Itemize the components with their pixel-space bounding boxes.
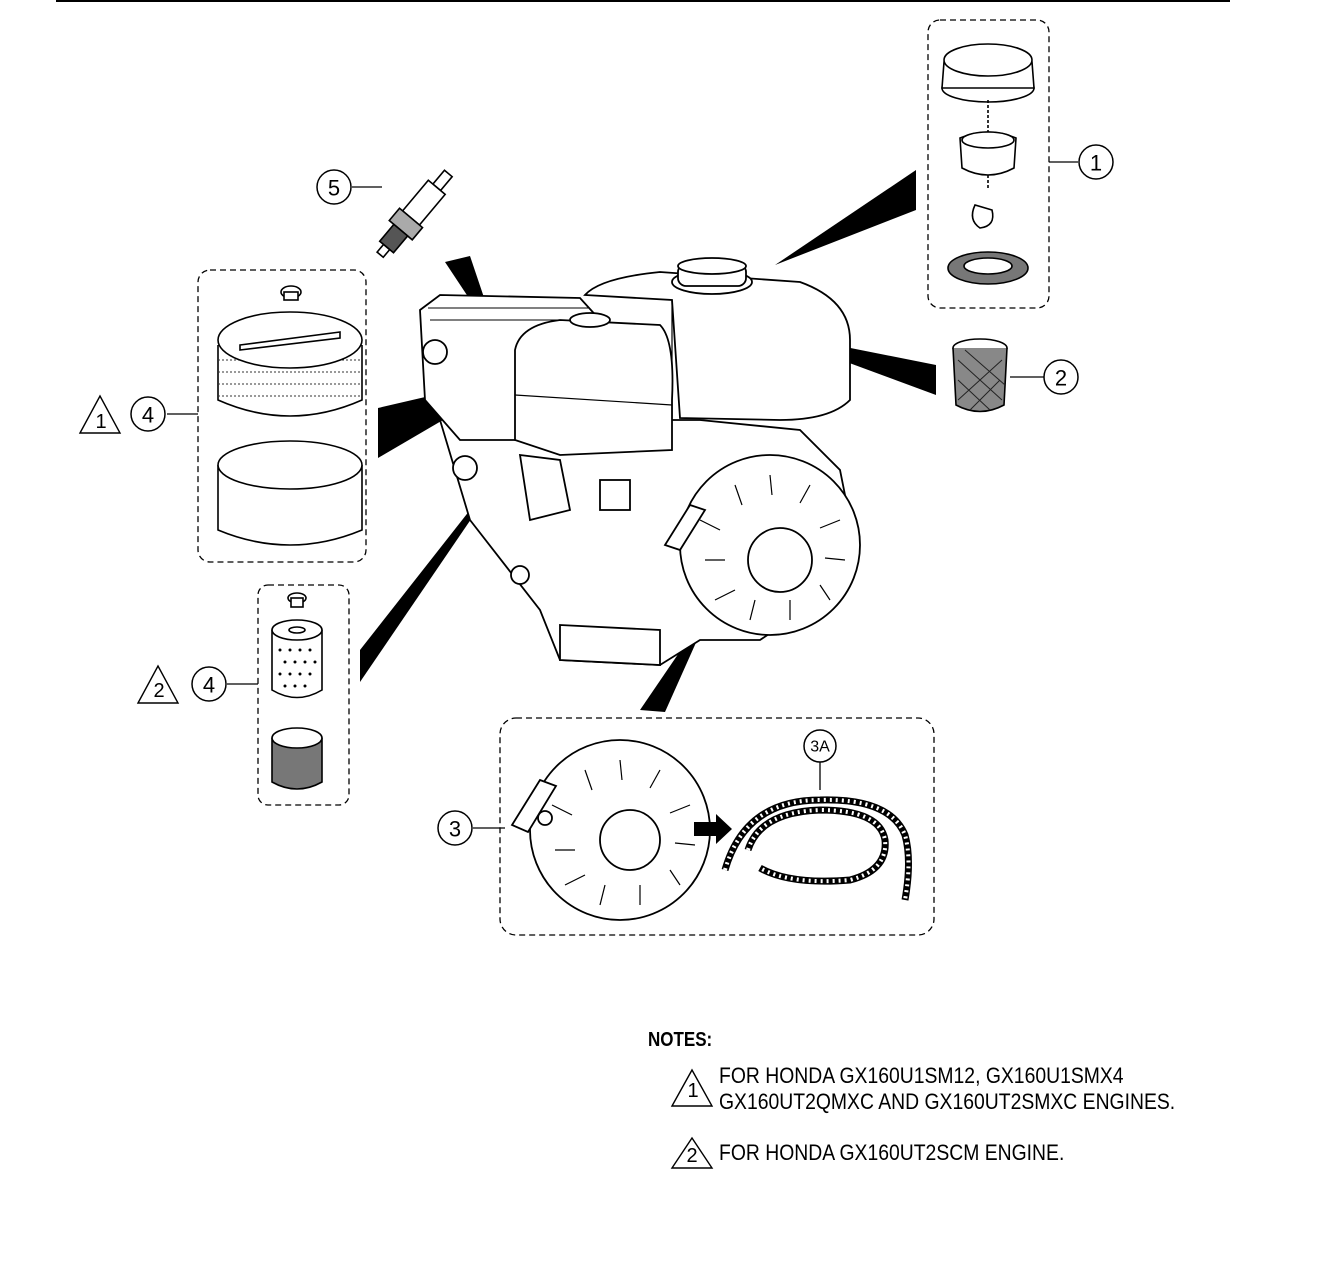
callout-label-4b: 4 xyxy=(203,673,215,698)
note-flag-2: 2 xyxy=(670,1136,714,1169)
callout-label-4a: 4 xyxy=(142,403,154,428)
flag-triangle-a: 1 xyxy=(78,394,122,434)
note-2-line-1: FOR HONDA GX160UT2SCM ENGINE. xyxy=(719,1140,1065,1165)
callout-label-2: 2 xyxy=(1055,366,1067,391)
flag-triangle-b: 2 xyxy=(136,664,180,704)
callout-circle-4a xyxy=(130,396,166,432)
callout-circle-3 xyxy=(437,810,473,846)
fuel-strainer-illustration xyxy=(952,338,1008,413)
note-2: FOR HONDA GX160UT2SCM ENGINE. xyxy=(719,1140,1064,1166)
callout-circle-2 xyxy=(1043,359,1079,395)
note-flag-1: 1 xyxy=(670,1068,714,1107)
note-1-line-1: FOR HONDA GX160U1SM12, GX160U1SMX4 xyxy=(719,1063,1124,1088)
arrow-right-icon xyxy=(694,814,732,844)
note-1-line-2: GX160UT2QMXC AND GX160UT2SMXC ENGINES. xyxy=(719,1089,1176,1114)
leader-wedge-fuel-cap xyxy=(775,170,916,265)
box-recoil xyxy=(499,717,935,936)
callout-label-1: 1 xyxy=(1090,151,1102,176)
flag-label-b: 2 xyxy=(153,680,164,702)
engine-illustration xyxy=(419,257,861,666)
spark-plug-illustration xyxy=(375,169,454,259)
callout-label-3a: 3A xyxy=(810,739,830,756)
top-rule xyxy=(56,0,1230,2)
callout-label-3: 3 xyxy=(449,817,461,842)
fuel-cap-illustration xyxy=(941,43,1035,285)
callout-label-5: 5 xyxy=(328,176,340,201)
note-flag-2-label: 2 xyxy=(686,1145,697,1167)
callout-circles xyxy=(130,144,1114,846)
recoil-rope-illustration xyxy=(721,796,912,901)
callout-circle-5 xyxy=(316,169,352,205)
air-filter-b-illustration xyxy=(271,592,323,790)
notes-title: NOTES: xyxy=(648,1029,713,1051)
callout-lines xyxy=(167,161,1078,829)
flag-label-a: 1 xyxy=(95,411,106,433)
note-1: FOR HONDA GX160U1SM12, GX160U1SMX4 GX160… xyxy=(719,1063,1175,1115)
dashed-boxes xyxy=(197,19,1050,936)
callout-circle-4b xyxy=(191,666,227,702)
box-air-filter-b xyxy=(257,584,350,806)
recoil-starter-illustration xyxy=(510,739,711,921)
box-air-filter-a xyxy=(197,269,367,563)
air-filter-a-illustration xyxy=(217,285,363,546)
callout-circle-1 xyxy=(1078,144,1114,180)
note-flag-1-label: 1 xyxy=(687,1080,698,1102)
callout-circle-3a xyxy=(803,729,837,763)
